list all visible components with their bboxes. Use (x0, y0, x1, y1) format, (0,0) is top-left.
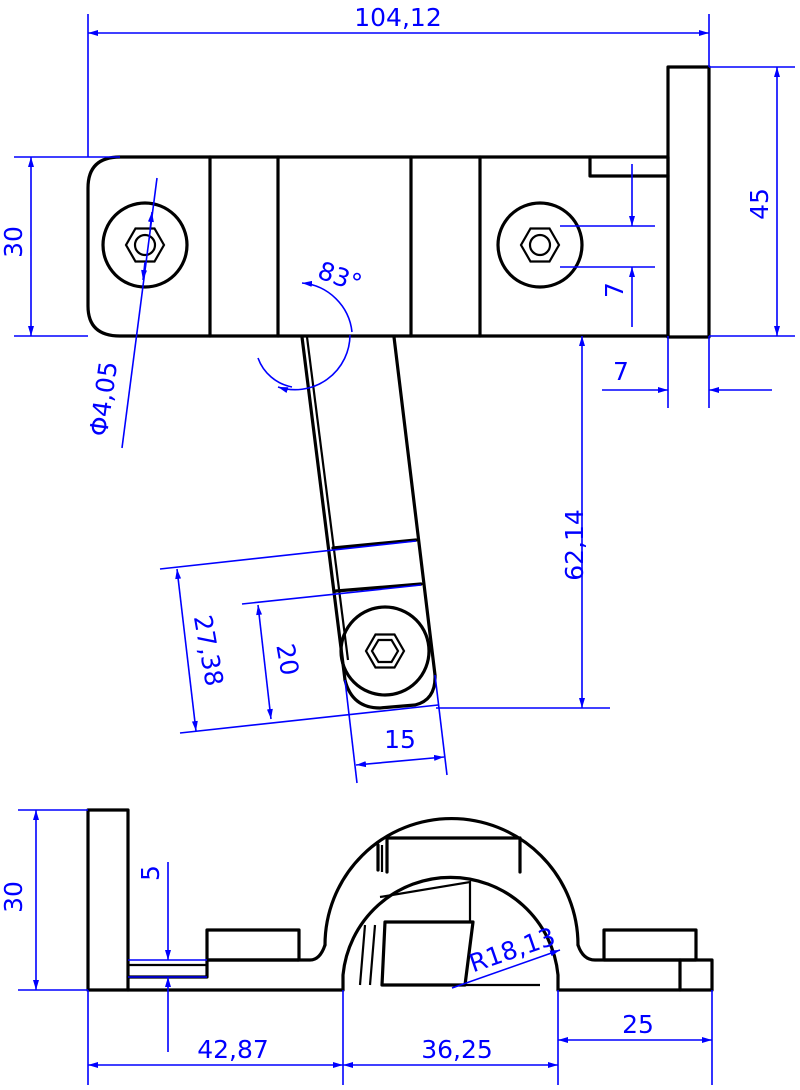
slot-notch (588, 155, 670, 178)
dim-flange-thickness: 7 (613, 357, 629, 386)
side-left-upright (86, 808, 130, 992)
dim-right-flange-height: 45 (745, 188, 774, 220)
top-plate-outline (86, 155, 670, 338)
dim-bolt-hole-diameter: Φ4,05 (84, 359, 123, 438)
right-flange (666, 65, 711, 339)
dim-overall-width: 104,12 (354, 3, 441, 32)
dim-side-height: 30 (0, 881, 28, 913)
dim-arch-radius: R18,13 (465, 922, 559, 978)
top-view (86, 65, 711, 710)
top-dimensions: 104,12 30 45 7 7 Φ4,05 83° (0, 3, 795, 784)
dim-slot-width: 7 (600, 282, 629, 298)
dim-arm-width: 15 (384, 725, 416, 754)
dim-arm-end-inner: 20 (270, 641, 304, 677)
side-outer-arch (323, 816, 580, 947)
right-bolt-icon (496, 201, 584, 289)
dim-arm-length: 62,14 (560, 509, 589, 581)
side-view (86, 808, 714, 992)
dim-side-left-width: 42,87 (197, 1035, 269, 1064)
dim-arm-angle: 83° (314, 256, 366, 298)
side-right-boss (602, 928, 698, 962)
left-bolt-icon (101, 201, 189, 289)
side-left-boss (205, 928, 301, 962)
side-inner-arch (341, 875, 560, 992)
dim-top-height-left: 30 (0, 226, 28, 258)
dim-side-arch-width: 36,25 (421, 1035, 493, 1064)
dim-arm-end-length: 27,38 (188, 613, 229, 689)
dim-side-right-width: 25 (622, 1010, 654, 1039)
dim-side-plate-thickness: 5 (136, 865, 165, 881)
swing-arm (300, 335, 437, 710)
side-top-block (385, 836, 522, 874)
